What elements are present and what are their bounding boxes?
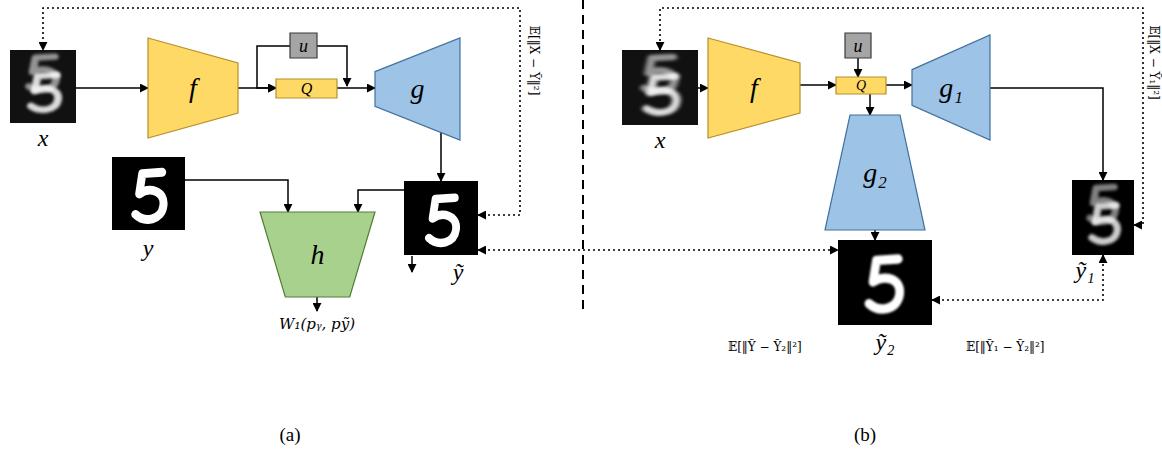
loss-label: 𝔼[‖Ỹ − Ỹ₂‖²] <box>728 341 802 354</box>
distance-label: W₁(pᵧ, pỹ) <box>279 316 355 333</box>
output-arrow <box>316 297 318 311</box>
block-symbol: f <box>189 74 197 102</box>
decoder: g <box>375 38 460 140</box>
target-image <box>112 157 185 230</box>
blurred-digit <box>29 57 58 110</box>
flow-arrow <box>886 84 912 86</box>
critic: h <box>260 212 375 297</box>
flow-arrow <box>76 87 148 89</box>
loss-connector <box>43 8 520 215</box>
image-label: ỹ₁ <box>1076 258 1095 282</box>
output-image: ỹ₂ <box>838 240 932 325</box>
image-label: x <box>38 126 49 150</box>
output-image <box>1072 180 1134 255</box>
encoder: f <box>708 38 800 138</box>
decoder: g₁ <box>912 35 990 140</box>
quantizer: Q <box>276 79 337 98</box>
block-symbol: u <box>854 37 863 55</box>
block-symbol: Q <box>301 81 313 97</box>
restored-digit <box>429 198 456 243</box>
quantizer: Q <box>836 77 886 94</box>
block-symbol: u <box>299 37 308 55</box>
image-label: ỹ <box>453 260 464 284</box>
flow-arrow <box>337 87 375 89</box>
decoder: g₂ <box>825 115 925 230</box>
flow-arrow <box>358 190 404 212</box>
block-symbol: Q <box>856 79 866 93</box>
restored-digit <box>869 259 900 309</box>
target-image: y <box>112 157 185 230</box>
blurred-digit <box>1090 187 1117 241</box>
image-label: y <box>143 236 154 260</box>
output-image <box>838 240 932 325</box>
flow-arrow <box>874 230 876 240</box>
panel-divider <box>582 0 584 312</box>
encoder: f <box>148 38 238 138</box>
sharp-digit <box>136 172 164 219</box>
block-symbol: g₁ <box>939 74 963 102</box>
loss-connector <box>932 255 1103 300</box>
flow-arrow <box>800 84 836 86</box>
flow-arrow <box>990 88 1103 180</box>
block-symbol: h <box>311 241 325 269</box>
block-symbol: g₂ <box>863 159 887 187</box>
output-image: ỹ <box>404 181 478 255</box>
block-symbol: f <box>750 74 758 102</box>
loss-label: 𝔼[‖X − Ỹ₁‖²] <box>1147 25 1160 99</box>
flow-arrow <box>857 58 859 77</box>
loss-label: 𝔼[‖Ỹ₁ − Ỹ₂‖²] <box>966 341 1044 354</box>
output-image: ỹ₁ <box>1072 180 1134 255</box>
output-image <box>404 181 478 255</box>
dither-box: u <box>845 33 871 58</box>
flow-arrow <box>698 87 708 89</box>
loss-connector <box>478 249 838 251</box>
flow-arrow <box>869 94 871 115</box>
loss-label: 𝔼[‖X − Ỹ‖²] <box>527 25 540 94</box>
input-image <box>10 50 76 123</box>
dither-box: u <box>290 33 317 58</box>
flow-arrow <box>185 180 288 212</box>
input-image: x <box>10 50 76 123</box>
input-image: x <box>622 50 698 125</box>
image-label: ỹ₂ <box>876 330 895 354</box>
image-label: x <box>655 128 666 152</box>
output-arrow <box>411 256 413 272</box>
panel-caption: (a) <box>279 425 300 446</box>
input-image <box>622 50 698 125</box>
panel-caption: (b) <box>854 425 876 446</box>
blurred-digit <box>645 57 677 112</box>
block-symbol: g <box>411 75 425 103</box>
